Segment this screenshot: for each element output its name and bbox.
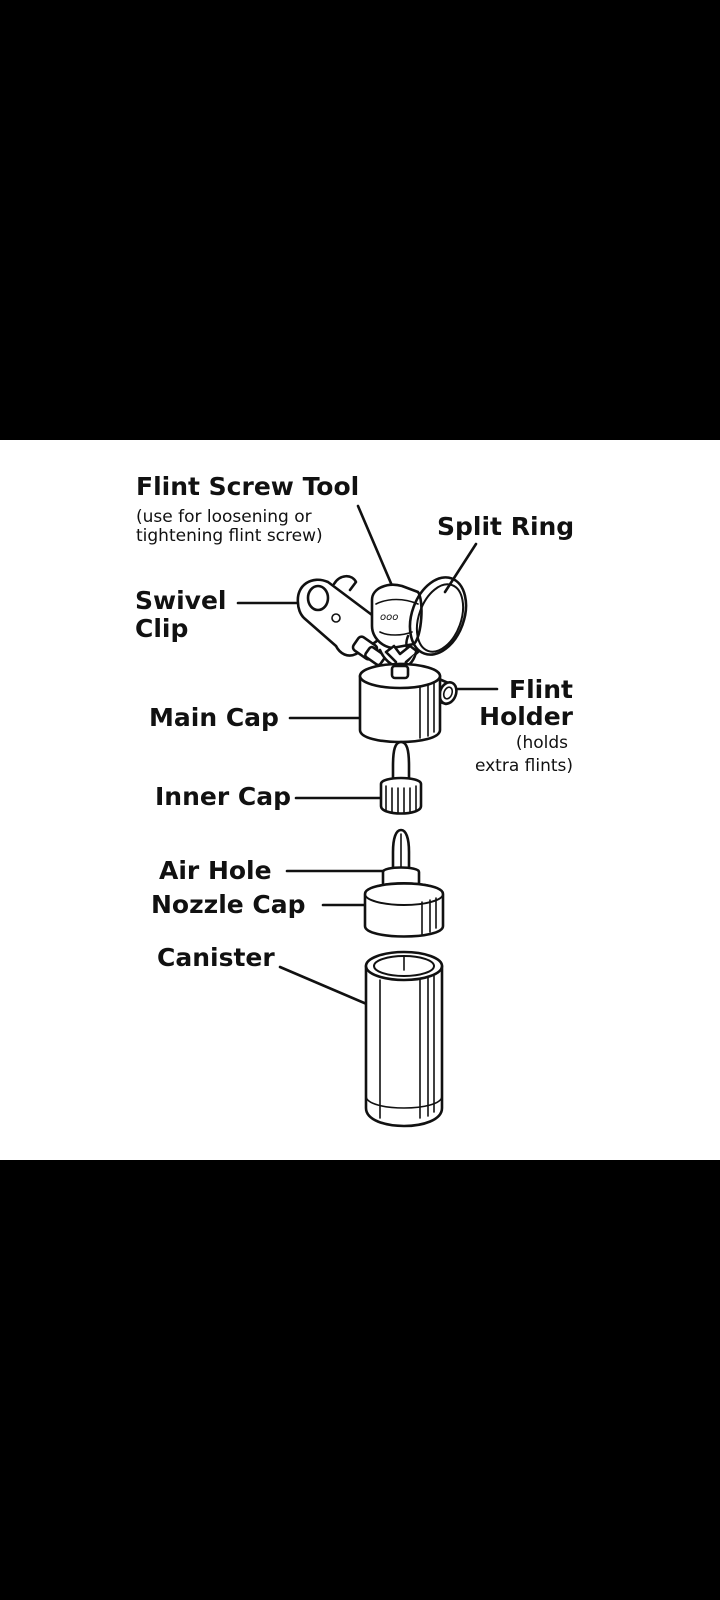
label-swivel-clip-1: Swivel <box>135 586 227 615</box>
label-nozzle-cap: Nozzle Cap <box>151 890 306 919</box>
canister-part <box>364 950 444 1128</box>
label-air-hole: Air Hole <box>159 856 272 885</box>
note-flint-holder-2: extra flints) <box>474 756 573 776</box>
label-split-ring: Split Ring <box>437 512 575 541</box>
label-flint-screw-tool: Flint Screw Tool <box>136 472 360 501</box>
label-inner-cap: Inner Cap <box>155 782 291 811</box>
label-swivel-clip-2: Clip <box>135 614 189 643</box>
flint-screw-tool-part: ooo <box>370 583 423 650</box>
label-flint-holder-2: Holder <box>479 702 573 731</box>
swivel-clip-part <box>296 574 386 667</box>
note-flint-holder-1: (holds <box>515 733 568 753</box>
leader-flint-screw-tool <box>356 504 395 590</box>
exploded-parts-drawing: ooo <box>236 504 499 1128</box>
note-flint-screw-tool-1: (use for loosening or <box>136 507 312 527</box>
main-cap-part <box>358 662 442 744</box>
label-main-cap: Main Cap <box>149 703 279 732</box>
label-flint-holder-1: Flint <box>509 675 573 704</box>
note-flint-screw-tool-2: tightening flint screw) <box>136 526 323 546</box>
nozzle-cap-part <box>363 828 445 938</box>
inner-cap-part <box>379 740 423 815</box>
diagram-panel: ooo <box>0 440 720 1160</box>
label-canister: Canister <box>157 943 275 972</box>
tool-engraving: ooo <box>380 612 398 623</box>
